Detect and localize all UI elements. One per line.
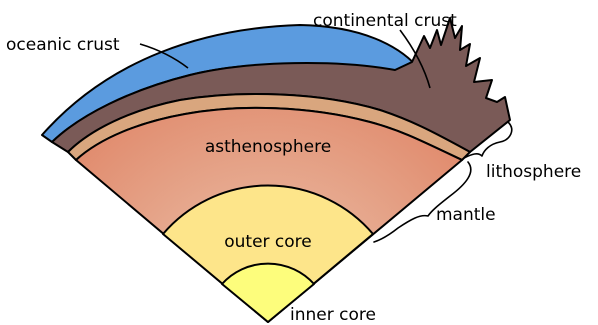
continental-crust-label: continental crust <box>313 11 457 31</box>
outer-core-label: outer core <box>224 232 312 252</box>
oceanic-crust-label: oceanic crust <box>6 35 120 55</box>
inner-core-label: inner core <box>290 305 376 325</box>
asthenosphere-label: asthenosphere <box>205 137 331 157</box>
lithosphere-label: lithosphere <box>486 162 581 182</box>
mantle-label: mantle <box>436 205 496 225</box>
